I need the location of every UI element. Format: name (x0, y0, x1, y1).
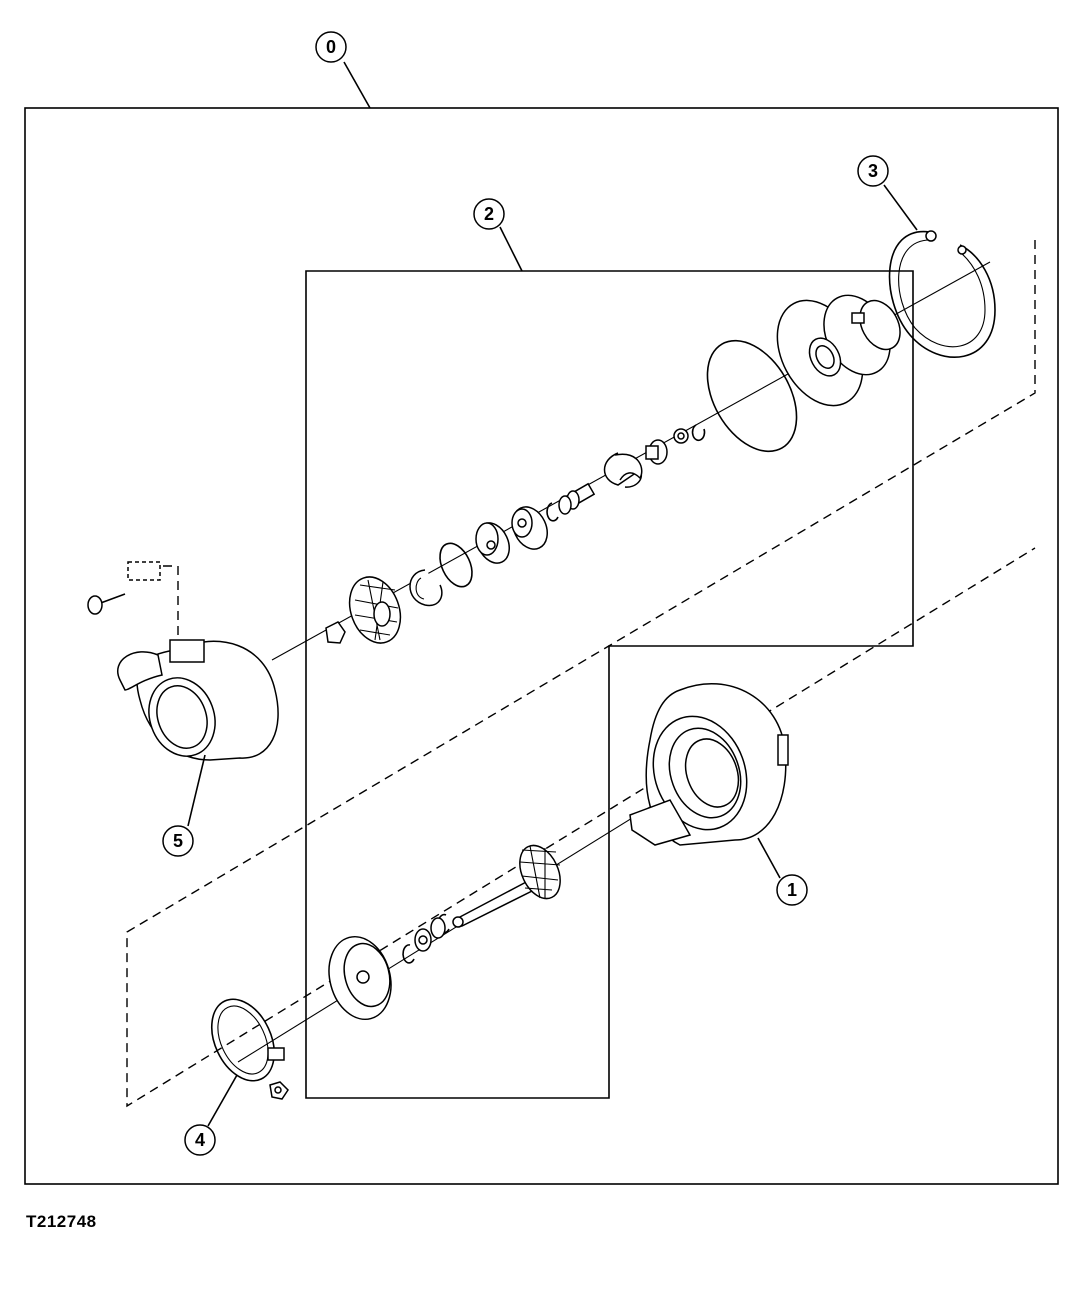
callout-5: 5 (162, 754, 206, 857)
large-o-ring (706, 339, 798, 453)
callout-4: 4 (184, 1074, 238, 1156)
retaining-ring (888, 230, 996, 358)
o-ring-small (439, 542, 473, 588)
callout-label: 4 (195, 1130, 205, 1150)
callout-0: 0 (315, 31, 371, 109)
callout-2: 2 (473, 198, 523, 272)
thrust-parts (603, 424, 706, 488)
assembly-frame (24, 107, 1059, 1185)
figure-id-label: T212748 (26, 1212, 97, 1231)
compressor-wheel (325, 576, 402, 644)
callout-label: 5 (173, 831, 183, 851)
callout-label: 2 (484, 204, 494, 224)
turbine-wheel (519, 844, 561, 900)
thrust-bearing (511, 506, 548, 550)
center-housing-backplate (776, 294, 901, 407)
turbine-housing (629, 683, 789, 846)
dashed-assembly-boundary (126, 240, 1036, 1108)
compressor-housing (87, 561, 279, 761)
v-band-clamp (210, 998, 289, 1100)
dashed-bolt-guide (148, 565, 179, 640)
callout-3: 3 (857, 155, 918, 231)
callout-label: 3 (868, 161, 878, 181)
bolt-icon (87, 593, 126, 615)
seal-plate-upper (475, 522, 510, 564)
piston-ring (409, 569, 443, 607)
seal-plate-lower (328, 935, 392, 1021)
thrust-collar (546, 482, 596, 522)
turbine-shaft (452, 844, 561, 928)
callout-label: 0 (326, 37, 336, 57)
callout-1: 1 (757, 837, 808, 906)
lower-seal-parts (402, 913, 450, 964)
callout-label: 1 (787, 880, 797, 900)
